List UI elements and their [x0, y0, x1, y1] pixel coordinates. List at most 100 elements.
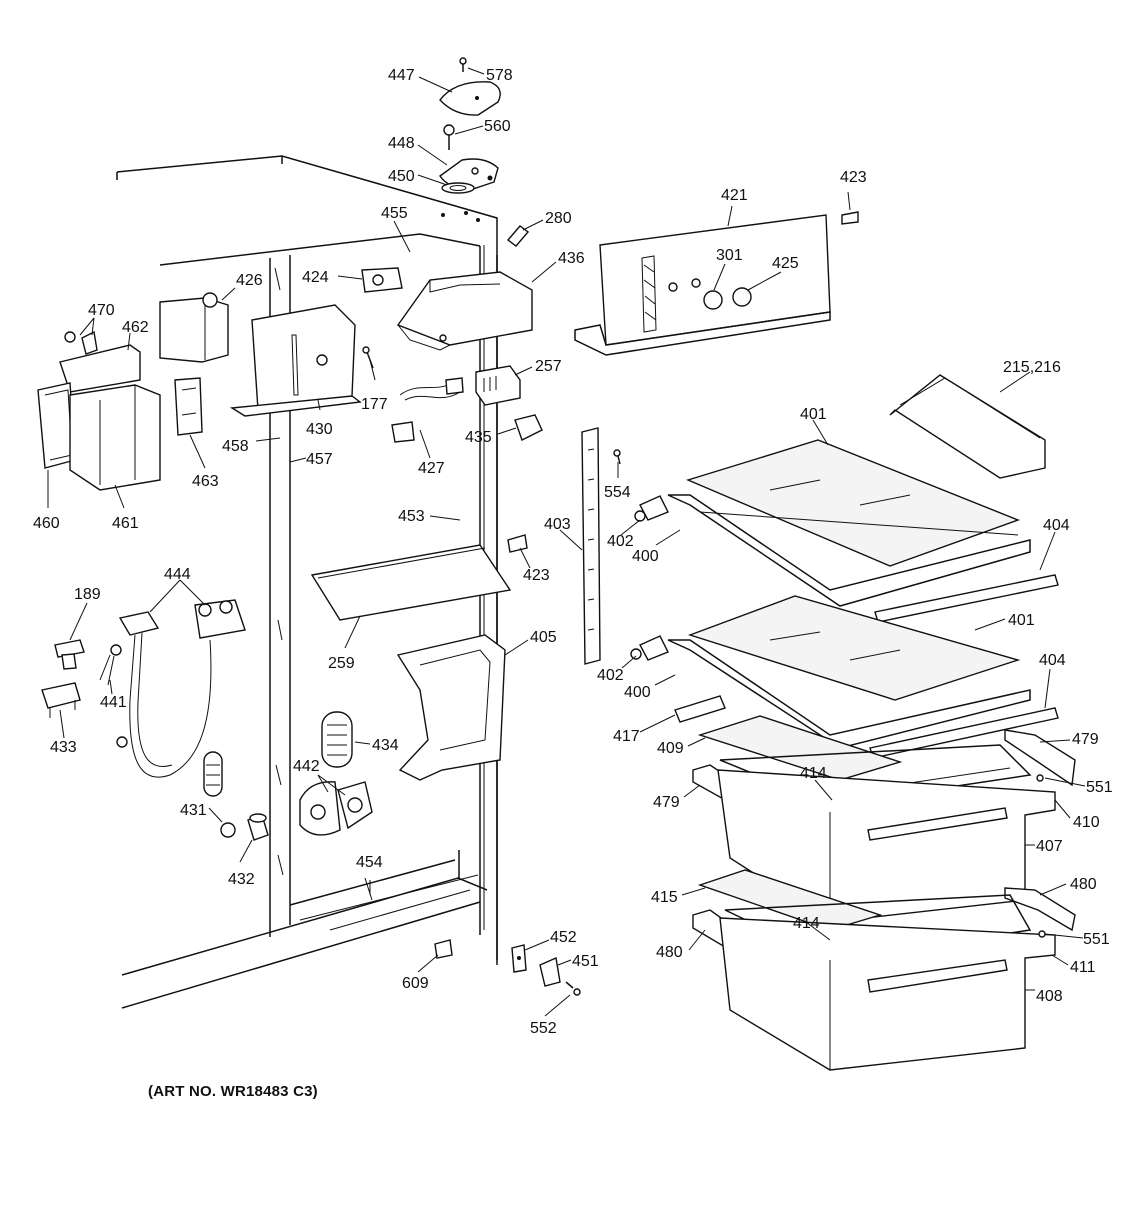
- callout-554: 554: [604, 484, 631, 501]
- grille-434: [321, 711, 353, 768]
- callout-404-top: 404: [1043, 517, 1070, 534]
- callout-458: 458: [222, 438, 249, 455]
- callout-408: 408: [1036, 988, 1063, 1005]
- screw-578: [459, 57, 467, 72]
- pan-cover-409: [697, 715, 903, 781]
- callout-457: 457: [306, 451, 333, 468]
- screw-552: [565, 981, 581, 996]
- callout-403: 403: [544, 516, 571, 533]
- callout-430: 430: [306, 421, 333, 438]
- callout-414-low: 414: [793, 915, 820, 932]
- callout-409: 409: [657, 740, 684, 757]
- callout-423-mid: 423: [523, 567, 550, 584]
- callout-427: 427: [418, 460, 445, 477]
- shelf-frame-400-low: [667, 639, 1031, 749]
- housing-461: [69, 384, 161, 491]
- control-box-430: [229, 304, 362, 417]
- callout-448: 448: [388, 135, 415, 152]
- lamp-socket-423-mid: [507, 534, 528, 553]
- art-number-caption: (ART NO. WR18483 C3): [148, 1083, 318, 1100]
- crisper-407: [717, 769, 1056, 923]
- callout-479-right: 479: [1072, 731, 1099, 748]
- timer-257: [475, 365, 521, 406]
- callout-479-left: 479: [653, 794, 680, 811]
- callout-560: 560: [484, 118, 511, 135]
- callout-551-top: 551: [1086, 779, 1113, 796]
- callout-460: 460: [33, 515, 60, 532]
- shelf-support-454: [364, 877, 373, 901]
- plate-452: [511, 944, 527, 973]
- callout-215-216: 215,216: [1003, 359, 1061, 376]
- callout-434: 434: [372, 737, 399, 754]
- callout-401-low: 401: [1008, 612, 1035, 629]
- crisper-408: [719, 917, 1056, 1071]
- callout-480-right: 480: [1070, 876, 1097, 893]
- callout-432: 432: [228, 871, 255, 888]
- callout-452: 452: [550, 929, 577, 946]
- callout-405: 405: [530, 629, 557, 646]
- shelf-bracket-402-top: [634, 495, 669, 522]
- callout-426: 426: [236, 272, 263, 289]
- cap-609: [434, 939, 453, 959]
- hinge-cover-447: [439, 81, 501, 116]
- callout-442: 442: [293, 758, 320, 775]
- callout-450: 450: [388, 168, 415, 185]
- callout-415: 415: [651, 889, 678, 906]
- callout-177: 177: [361, 396, 388, 413]
- callout-414-top: 414: [800, 765, 827, 782]
- callout-453: 453: [398, 508, 425, 525]
- screw-551-low: [1038, 930, 1046, 938]
- control-housing-421: [574, 214, 831, 356]
- water-valve-444: [116, 599, 246, 778]
- callout-259: 259: [328, 655, 355, 672]
- callout-labels: 578 447 560 448 450 280 455 421 423 301 …: [33, 67, 1113, 1037]
- callout-431: 431: [180, 802, 207, 819]
- bracket-451: [539, 956, 561, 987]
- callout-480-left: 480: [656, 944, 683, 961]
- nut-432: [247, 813, 269, 841]
- light-bulb-280: [506, 225, 530, 247]
- terminal-435: [514, 414, 543, 441]
- callout-402-top: 402: [607, 533, 634, 550]
- callout-552: 552: [530, 1020, 557, 1037]
- callout-404-low: 404: [1039, 652, 1066, 669]
- callout-451: 451: [572, 953, 599, 970]
- clip-463: [174, 377, 203, 436]
- fan-shroud-405: [396, 634, 506, 781]
- callout-462: 462: [122, 319, 149, 336]
- gasket-431: [203, 751, 236, 838]
- callout-402-low: 402: [597, 667, 624, 684]
- callout-423-top: 423: [840, 169, 867, 186]
- air-duct-436: [396, 271, 533, 351]
- callout-425: 425: [772, 255, 799, 272]
- leader-lines: [47, 67, 1086, 1017]
- callout-301: 301: [716, 247, 743, 264]
- callout-411: 411: [1070, 959, 1096, 976]
- callout-436: 436: [558, 250, 585, 267]
- callout-435: 435: [465, 429, 492, 446]
- callout-551-low: 551: [1083, 931, 1110, 948]
- fitting-189: [54, 639, 85, 670]
- callout-401-top: 401: [800, 406, 827, 423]
- screw-560: [443, 124, 455, 150]
- harness-427: [391, 377, 464, 443]
- clamp-433: [41, 682, 81, 718]
- hinge-448: [439, 158, 499, 191]
- screw-554: [613, 449, 621, 465]
- shelf-trim-404-top: [874, 574, 1059, 623]
- shelf-frame-400-top: [667, 494, 1031, 607]
- thermostat-424: [361, 267, 403, 293]
- bumper-470: [64, 330, 98, 355]
- shim-450: [441, 182, 475, 194]
- callout-463: 463: [192, 473, 219, 490]
- callout-424: 424: [302, 269, 329, 286]
- callout-444: 444: [164, 566, 191, 583]
- door-bin-215-216: [889, 374, 1046, 479]
- callout-257: 257: [535, 358, 562, 375]
- callout-470: 470: [88, 302, 115, 319]
- lamp-socket-423-top: [841, 211, 859, 225]
- shelf-trim-259: [310, 544, 512, 621]
- screw-551-top: [1036, 774, 1044, 782]
- callout-417: 417: [613, 728, 640, 745]
